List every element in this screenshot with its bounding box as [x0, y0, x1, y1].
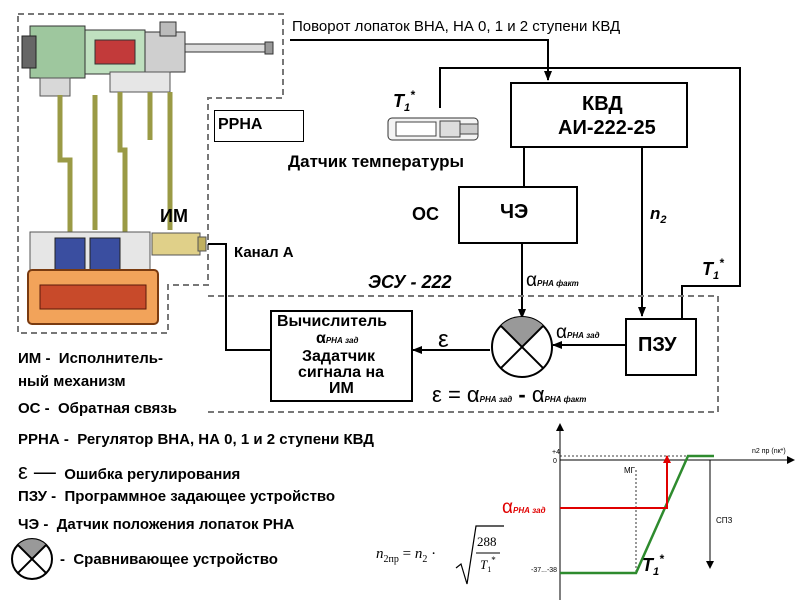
- legend-comparator-icon: [11, 538, 53, 580]
- inset-t1-label: T1*: [642, 552, 664, 578]
- calculator-block: [270, 310, 413, 402]
- inset-alpha-label: αРНА зад: [502, 497, 546, 518]
- kvd-block: [510, 82, 688, 148]
- inset-spz-label: СПЗ: [716, 516, 733, 525]
- n2pr-formula-lhs: n2пр = n2 ·: [376, 546, 437, 565]
- calc-line3: Задатчик: [302, 348, 375, 365]
- legend-item-che: ЧЭ - Датчик положения лопаток РНА: [18, 516, 295, 533]
- im-label: ИМ: [160, 206, 188, 226]
- signal-lines: [208, 39, 741, 354]
- legend-item-im-cont: ный механизм: [18, 373, 126, 390]
- legend-item-epsilon: ε — Ошибка регулирования: [18, 459, 241, 484]
- kvd-label: КВД: [582, 93, 623, 115]
- inset-mg-label: МГ: [624, 466, 635, 475]
- n2pr-formula-num: 288: [477, 534, 497, 549]
- inset-program-line: [560, 454, 714, 575]
- calc-alpha: αРНА зад: [316, 330, 359, 347]
- legend-item-os: ОС - Обратная связь: [18, 400, 177, 417]
- n2-label: n2: [650, 204, 667, 226]
- che-label: ЧЭ: [500, 201, 529, 223]
- che-block: [458, 186, 578, 244]
- calc-line1: Вычислитель: [277, 313, 387, 330]
- pzu-label: ПЗУ: [638, 334, 677, 356]
- kvd-model-label: АИ-222-25: [558, 117, 656, 139]
- legend-item-im: ИМ - Исполнитель-: [18, 350, 164, 367]
- actuator-drawing: [21, 21, 274, 97]
- rrna-label: РРНА: [218, 116, 263, 133]
- t1-label-right: T1*: [702, 256, 724, 282]
- legend-item-rrna: РРНА - Регулятор ВНА, НА 0, 1 и 2 ступен…: [18, 431, 374, 448]
- sqrt-symbol: [455, 525, 504, 585]
- inset-chart: [524, 418, 800, 600]
- legend-item-pzu: ПЗУ - Программное задающее устройство: [18, 488, 336, 505]
- n2pr-formula-den: T1*: [480, 555, 496, 574]
- inset-y-bottom: -37...-38: [531, 567, 558, 574]
- temperature-sensor-drawing: [387, 117, 479, 141]
- rrna-box: [214, 110, 304, 142]
- alpha-zad-label: αРНА зад: [556, 322, 600, 343]
- alpha-fakt-label: αРНА факт: [526, 270, 579, 291]
- calc-line4: сигнала на: [298, 364, 385, 381]
- calc-line5: ИМ: [329, 380, 354, 397]
- t1-label-sensor: T1*: [393, 88, 415, 114]
- hydraulic-pipes: [57, 92, 173, 240]
- rrna-dashed-outline: [17, 13, 284, 334]
- epsilon-formula: ε = αРНА зад - αРНА факт: [432, 382, 587, 407]
- inset-alpha-line: [560, 466, 668, 509]
- sensor-label: Датчик температуры: [288, 152, 465, 171]
- esu-label: ЭСУ - 222: [368, 272, 452, 292]
- pzu-block: [625, 318, 697, 376]
- os-label: ОС: [412, 204, 439, 224]
- inset-y-zero: 0: [553, 458, 557, 465]
- esu-dashed-outline: [208, 295, 719, 413]
- comparator-symbol: [491, 316, 553, 378]
- inset-y-top: +4: [552, 449, 560, 456]
- top-label: Поворот лопаток ВНА, НА 0, 1 и 2 ступени…: [292, 18, 621, 35]
- epsilon-label: ε: [438, 326, 449, 353]
- inset-axis-title: n2 пр (nк*): [752, 448, 786, 455]
- im-drawing: [27, 231, 207, 325]
- legend-item-comparator: - Сравнивающее устройство: [60, 551, 278, 568]
- kanal-a-label: Канал А: [234, 244, 294, 261]
